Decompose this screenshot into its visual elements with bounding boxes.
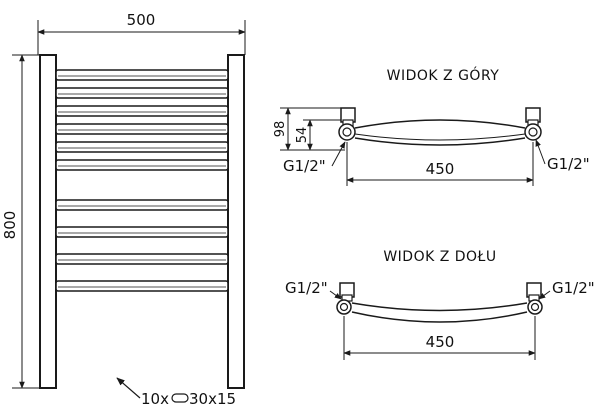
left-collector [39,54,57,389]
height-label: 800 [1,211,19,240]
right-connection-bottom: G1/2" [538,279,595,300]
left-connection-label-top: G1/2" [283,157,326,175]
horizontal-bar [55,123,229,135]
top-view: WIDOK Z GÓRY 98 54 [273,66,590,186]
spacing-label-bottom: 450 [426,333,455,351]
right-valve-bottom [526,282,543,315]
horizontal-bar [55,226,229,238]
spacing-dimension-top: 450 [346,142,534,186]
horizontal-bar [55,105,229,117]
curved-bar-top [354,119,526,146]
right-connection-label-bottom: G1/2" [552,279,595,297]
bars-size-label: 30x15 [189,390,236,408]
left-valve-bottom [336,282,355,315]
left-connection-top: G1/2" [283,141,346,175]
depth-inner-dimension: 54 [295,119,345,151]
right-collector [227,54,245,389]
bars-annotation: 10x 30x15 [116,377,236,408]
spacing-dimension-bottom: 450 [343,316,536,360]
horizontal-bar [55,159,229,171]
left-connection-bottom: G1/2" [285,279,342,300]
oval-profile-icon [171,393,189,403]
bottom-view: WIDOK Z DOŁU 450 [285,249,595,360]
depth-inner-label: 54 [295,127,310,144]
left-connection-label-bottom: G1/2" [285,279,328,297]
left-valve-top [338,107,356,141]
bars-count-label: 10x [141,390,169,408]
horizontal-bar [55,199,229,211]
bottom-view-title: WIDOK Z DOŁU [383,249,496,265]
depth-outer-label: 98 [273,121,288,138]
right-connection-label-top: G1/2" [547,155,590,173]
width-label: 500 [127,11,156,29]
spacing-label-top: 450 [426,160,455,178]
horizontal-bar [55,87,229,99]
right-valve-top [524,107,542,141]
horizontal-bars [55,69,229,292]
horizontal-bar [55,69,229,81]
right-connection-top: G1/2" [535,139,590,173]
width-dimension: 500 [37,11,246,55]
curved-bar-bottom [351,302,528,323]
front-view: 500 800 10x 30x15 [1,11,246,408]
height-dimension: 800 [1,54,40,389]
horizontal-bar [55,141,229,153]
horizontal-bar [55,280,229,292]
top-view-title: WIDOK Z GÓRY [387,66,500,84]
horizontal-bar [55,253,229,265]
